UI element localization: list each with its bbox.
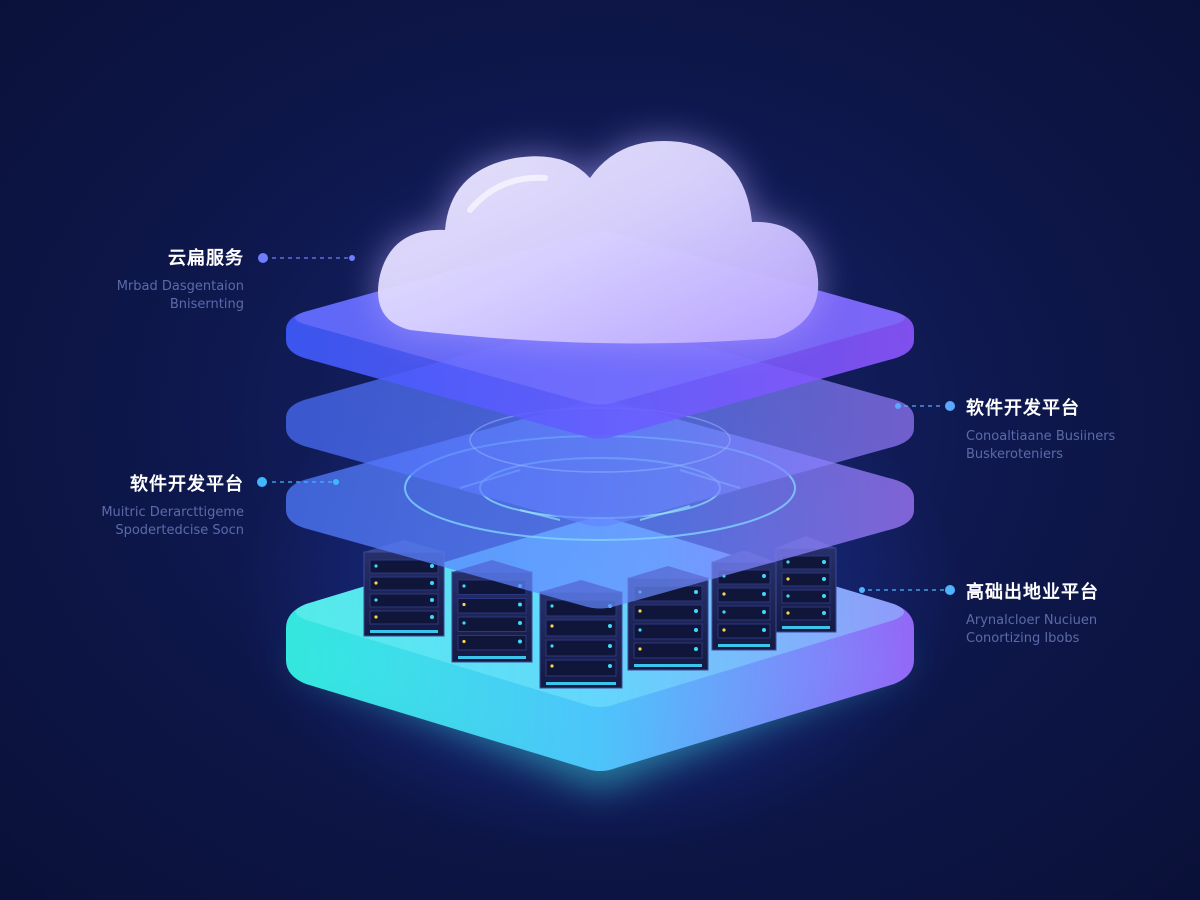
label-infrastructure-platform-title: 高础出地业平台	[966, 582, 1099, 603]
label-cloud-services-title: 云扁服务	[168, 248, 244, 269]
label-infrastructure-platform: 高础出地业平台 Arynalcloer Nuciuen Conortizing …	[966, 578, 1186, 648]
cloud-icon	[378, 141, 819, 344]
label-cloud-services-sub-1: Mrbad Dasgentaion	[116, 279, 244, 294]
label-infrastructure-platform-sub-1: Arynalcloer Nuciuen	[966, 613, 1098, 628]
label-software-platform-left-title: 软件开发平台	[130, 474, 244, 495]
connector-infrastructure	[859, 585, 955, 595]
label-software-platform-left-sub-1: Muitric Derarcttigeme	[101, 505, 244, 520]
label-cloud-services-sub-2: Bnisernting	[169, 297, 244, 312]
label-software-platform-left-sub-2: Spodertedcise Socn	[115, 523, 244, 538]
label-software-platform-right-title: 软件开发平台	[966, 398, 1080, 419]
label-software-platform-right-sub-2: Buskeroteniers	[966, 447, 1064, 462]
label-software-platform-left: 软件开发平台 Muitric Derarcttigeme Spodertedci…	[30, 470, 244, 540]
label-infrastructure-platform-sub-2: Conortizing Ibobs	[966, 631, 1080, 646]
label-cloud-services: 云扁服务 Mrbad Dasgentaion Bnisernting	[40, 244, 244, 314]
label-software-platform-right-sub-1: Conoaltiaane Busiiners	[966, 429, 1116, 444]
connector-software-left	[257, 477, 339, 487]
label-software-platform-right: 软件开发平台 Conoaltiaane Busiiners Buskeroten…	[966, 394, 1186, 464]
connector-software-right	[895, 401, 955, 411]
connector-cloud	[258, 253, 355, 263]
